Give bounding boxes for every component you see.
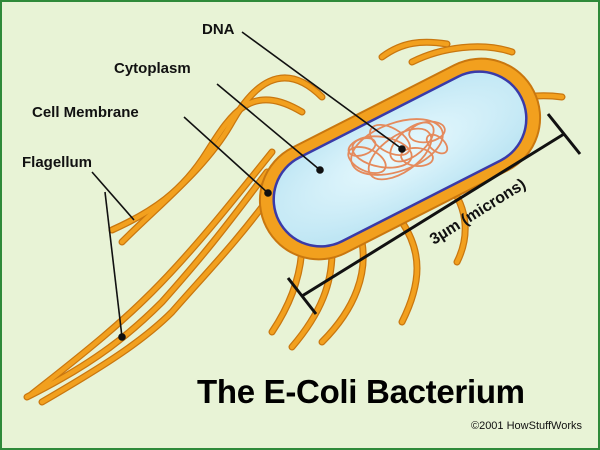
label-dna: DNA [202,21,235,38]
scale-bar [286,113,582,315]
dna-coil [347,118,449,181]
label-flagellum: Flagellum [22,154,93,171]
copyright-text: ©2001 HowStuffWorks [470,420,582,432]
label-cytoplasm: Cytoplasm [114,60,191,77]
diagram-title: The E-Coli Bacterium [197,373,525,410]
cell-membrane [272,70,528,248]
label-cell-membrane: Cell Membrane [32,104,139,121]
leader-lines [91,31,406,341]
